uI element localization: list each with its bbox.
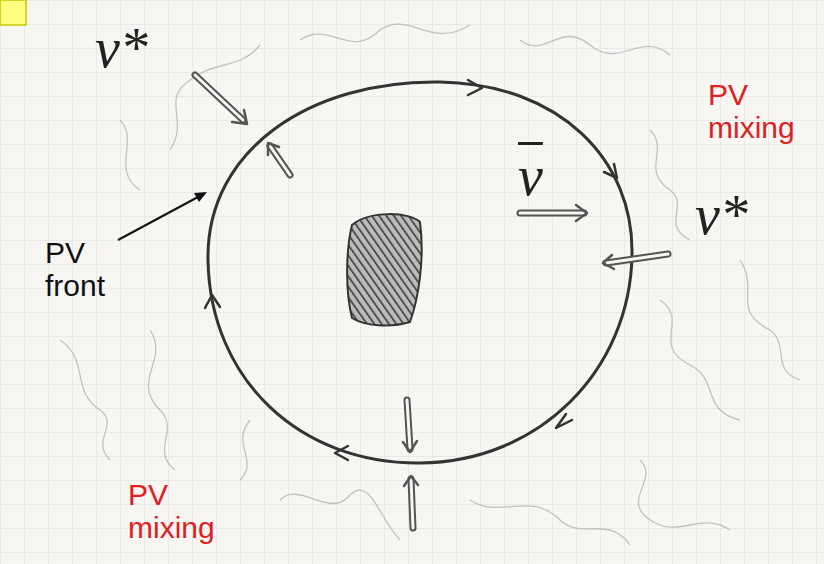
double-arrows [195, 75, 668, 528]
central-blob [347, 214, 422, 325]
velocity-symbol: v* [695, 185, 748, 247]
pv-front-contour [208, 82, 632, 463]
corner-tab [0, 0, 26, 25]
mean-velocity-symbol: v [518, 146, 543, 208]
mixing-label: PV mixing [128, 478, 238, 544]
velocity-symbol: v* [95, 18, 148, 80]
mixing-label: PV mixing [708, 78, 818, 144]
turbulence-scribbles [60, 24, 800, 545]
front-leader-arrow [118, 192, 207, 240]
circulation-arrowheads [205, 80, 617, 460]
front-label: PV front [45, 236, 145, 302]
